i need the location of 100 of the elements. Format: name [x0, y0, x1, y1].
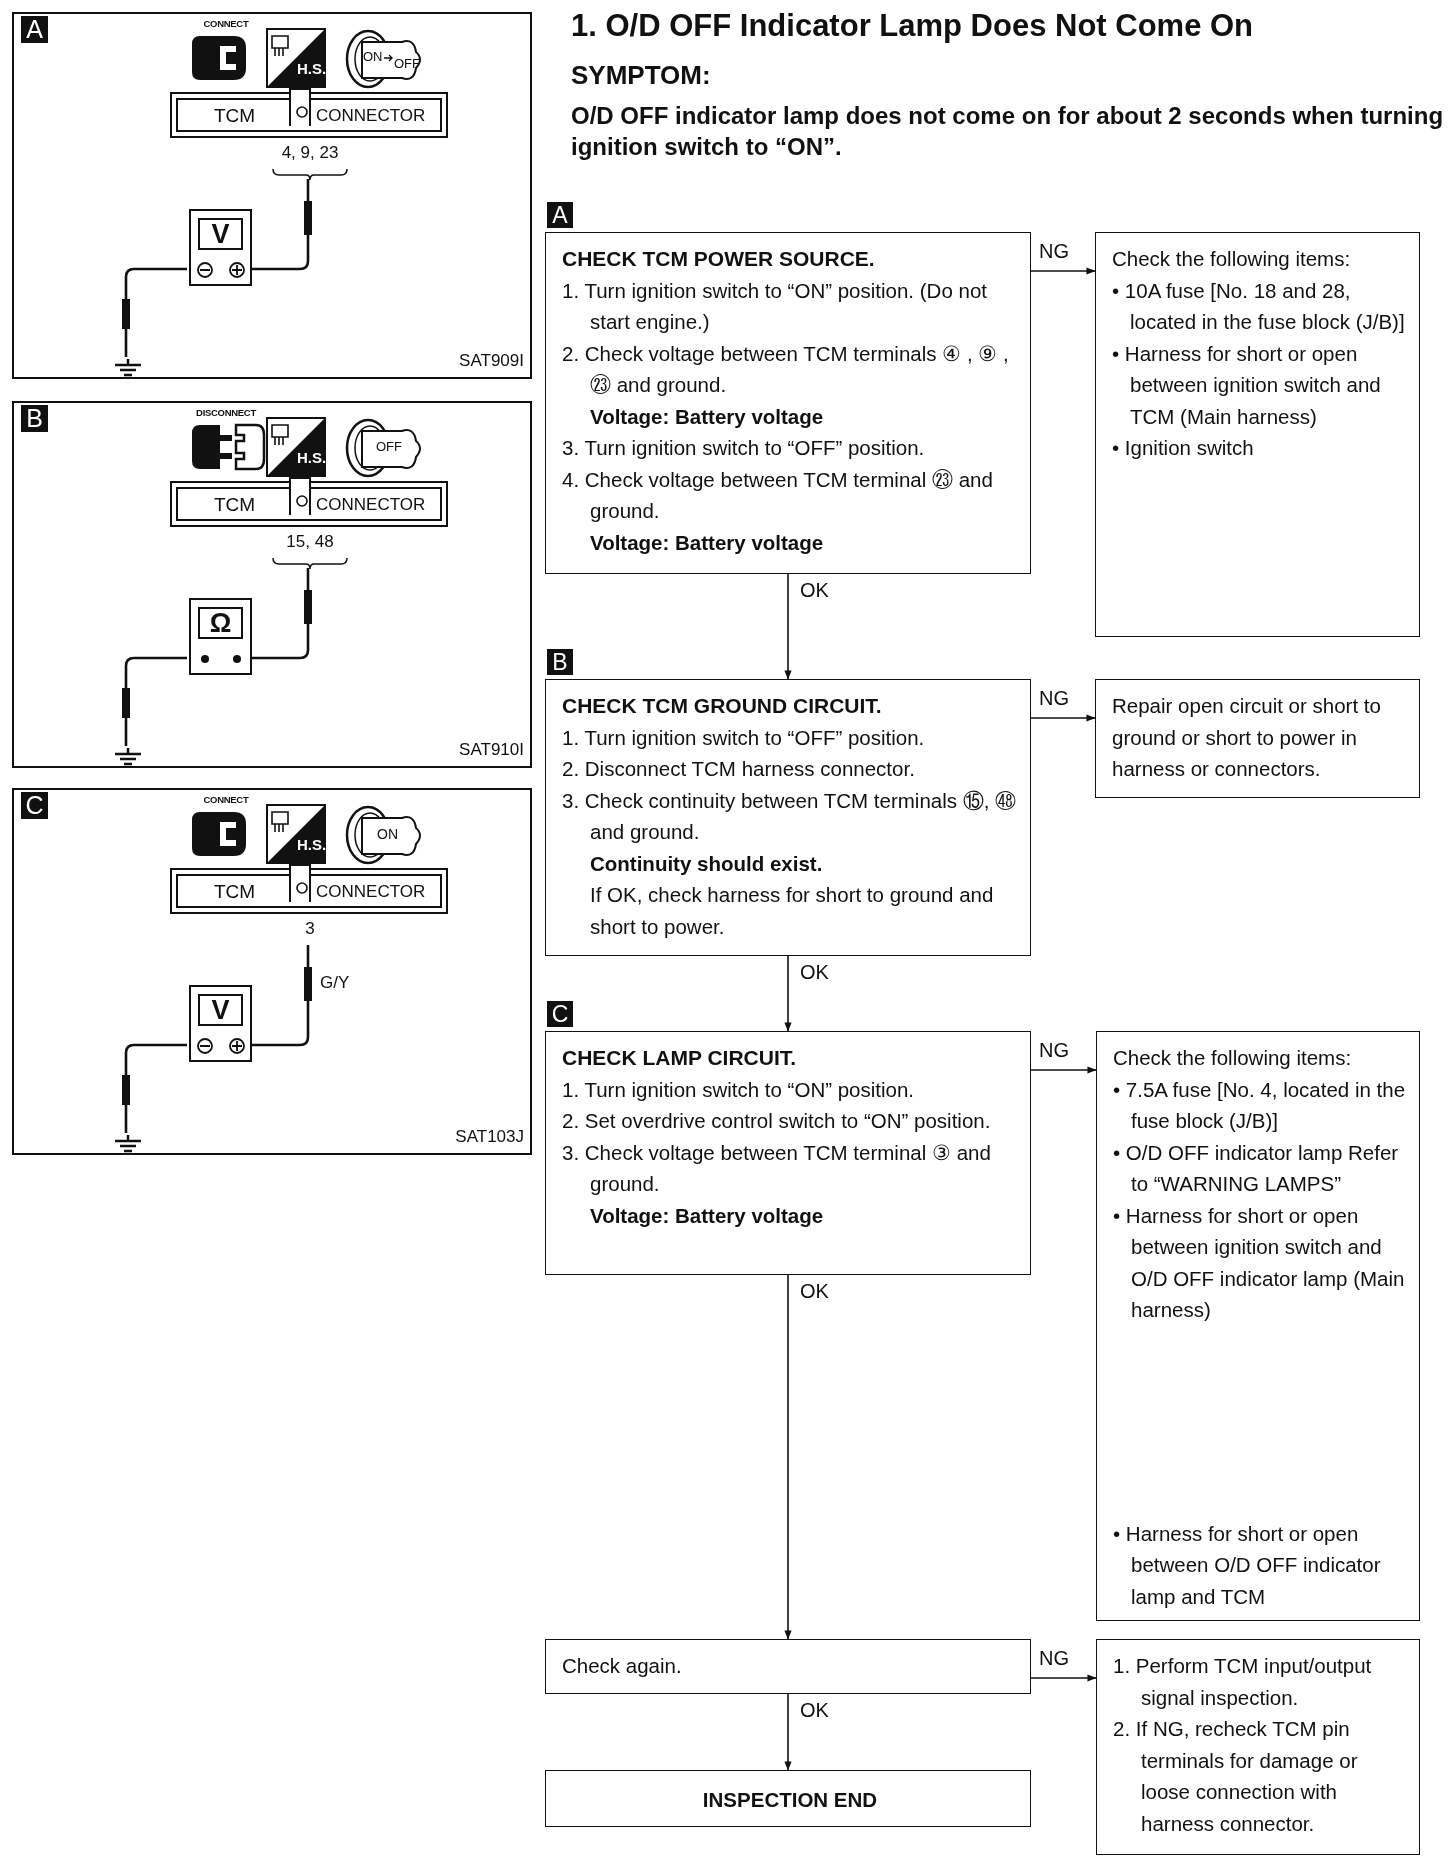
edge-label: OK [800, 1698, 829, 1723]
switch-position-text: ON [377, 826, 398, 842]
step-letter: C [547, 1001, 573, 1027]
edge-label: OK [800, 1279, 829, 1304]
terminal-numbers: 15, 48 [271, 532, 349, 570]
box-text: Check again. [562, 1653, 683, 1679]
arrow [784, 1693, 792, 1771]
page-title: 1. O/D OFF Indicator Lamp Does Not Come On [571, 7, 1255, 45]
note-text: If OK, check harness for short to ground and short to power. [589, 882, 995, 940]
component-label: TCM [214, 104, 256, 128]
meter-symbol: Ω [198, 607, 243, 639]
switch-position-text: OFF [394, 56, 420, 71]
specification-text: Voltage: Battery voltage [589, 529, 825, 556]
multimeter [189, 985, 252, 1062]
bullet-item: • Harness for short or open between O/D OFF indicator lamp and TCM [1113, 1520, 1382, 1610]
arrow [1030, 1674, 1097, 1682]
component-label: CONNECTOR [316, 494, 426, 516]
step-text: 1. Perform TCM input/output signal inspection. [1113, 1653, 1373, 1711]
component-label: CONNECTOR [316, 881, 426, 903]
illustration-panel [12, 401, 532, 768]
test-lead [250, 568, 312, 660]
step-text: 2. Set overdrive control switch to “ON” position. [562, 1108, 992, 1134]
arrow [784, 573, 792, 680]
component-label: TCM [214, 880, 256, 904]
process-box [545, 1770, 1031, 1827]
ground-symbol [115, 1135, 141, 1153]
edge-label: OK [800, 578, 829, 603]
box-heading: INSPECTION END [701, 1786, 879, 1813]
step-text: 1. Turn ignition switch to “ON” position. (Do not start engine.) [562, 277, 988, 335]
bullet-item: • O/D OFF indicator lamp Refer to “WARNING LAMPS” [1113, 1139, 1400, 1197]
figure-code: SAT910I [459, 740, 524, 760]
process-box [545, 1031, 1031, 1275]
step-text: 2. Check voltage between TCM terminals ④ , ⑨ , ㉓ and ground. [562, 340, 1010, 398]
test-lead [122, 267, 187, 357]
meter-symbol: V [198, 218, 243, 250]
box-heading: CHECK TCM GROUND CIRCUIT. [562, 693, 883, 719]
process-box [1095, 232, 1420, 637]
multimeter [189, 209, 252, 286]
component-label: TCM [214, 493, 256, 517]
step-text: 2. If NG, recheck TCM pin terminals for damage or loose connection with harness connector. [1113, 1716, 1359, 1837]
illustration-panel [12, 788, 532, 1155]
bullet-item: • 7.5A fuse [No. 4, located in the fuse block (J/B)] [1113, 1076, 1407, 1134]
section-heading: SYMPTOM: [571, 59, 712, 92]
panel-letter: C [21, 792, 48, 819]
terminal-numbers: 4, 9, 23 [271, 143, 349, 181]
illustration-panel [12, 12, 532, 379]
symptom-text: O/D OFF indicator lamp does not come on for about 2 seconds when turning ignition switch to “ON”. [571, 101, 1445, 162]
box-heading: CHECK LAMP CIRCUIT. [562, 1045, 798, 1071]
arrow [1030, 714, 1096, 722]
ground-symbol [115, 748, 141, 766]
process-box [1095, 679, 1420, 798]
icon-caption: CONNECT [202, 18, 250, 29]
edge-label: OK [800, 960, 829, 985]
edge-label: NG [1039, 686, 1069, 711]
test-lead [250, 179, 312, 271]
icon-caption: H.S. [297, 836, 327, 853]
process-box [1096, 1639, 1420, 1855]
edge-label: NG [1039, 239, 1069, 264]
terminal-numbers: 3 [291, 919, 329, 947]
step-text: 3. Turn ignition switch to “OFF” position. [562, 435, 926, 461]
process-box [1096, 1031, 1420, 1621]
box-text: Check the following items: [1113, 1045, 1353, 1071]
step-text: 1. Turn ignition switch to “OFF” position. [562, 724, 926, 751]
icon-caption: H.S. [297, 60, 327, 77]
component-label: CONNECTOR [316, 105, 426, 127]
step-letter: A [547, 202, 573, 228]
step-text: 3. Check continuity between TCM terminals ⑮, ㊽ and ground. [562, 787, 1018, 845]
icon-caption: CONNECT [202, 794, 250, 805]
step-text: 3. Check voltage between TCM terminal ③ and ground. [562, 1139, 992, 1197]
test-lead [122, 1043, 187, 1133]
arrow [1030, 1066, 1097, 1074]
figure-code: SAT909I [459, 351, 524, 371]
process-box [545, 1639, 1031, 1694]
process-box [545, 679, 1031, 956]
step-text: 2. Disconnect TCM harness connector. [562, 756, 916, 782]
arrow [784, 955, 792, 1032]
step-text: 4. Check voltage between TCM terminal ㉓ and ground. [562, 466, 994, 524]
step-letter: B [547, 649, 573, 675]
process-box [545, 232, 1031, 574]
switch-position-text: OFF [376, 439, 402, 454]
multimeter [189, 598, 252, 675]
switch-position-text: ON [363, 49, 383, 64]
panel-letter: A [21, 16, 48, 43]
edge-label: NG [1039, 1038, 1069, 1063]
bullet-item: • Ignition switch [1112, 435, 1255, 461]
edge-label: G/Y [320, 972, 350, 994]
step-text: 1. Turn ignition switch to “ON” position. [562, 1076, 916, 1103]
bullet-item: • 10A fuse [No. 18 and 28, located in the fuse block (J/B)] [1112, 277, 1406, 335]
box-text: Repair open circuit or short to ground or short to power in harness or connectors. [1112, 693, 1382, 782]
figure-code: SAT103J [455, 1127, 524, 1147]
arrow [1030, 267, 1096, 275]
test-lead [250, 945, 312, 1047]
arrow [784, 1274, 792, 1640]
bullet-item: • Harness for short or open between ignition switch and O/D OFF indicator lamp (Main harness) [1113, 1202, 1406, 1323]
bullet-item: • Harness for short or open between ignition switch and TCM (Main harness) [1112, 340, 1382, 430]
meter-symbol: V [198, 994, 243, 1026]
ground-symbol [115, 359, 141, 377]
edge-label: NG [1039, 1646, 1069, 1671]
icon-caption: H.S. [297, 449, 327, 466]
box-heading: CHECK TCM POWER SOURCE. [562, 246, 876, 272]
